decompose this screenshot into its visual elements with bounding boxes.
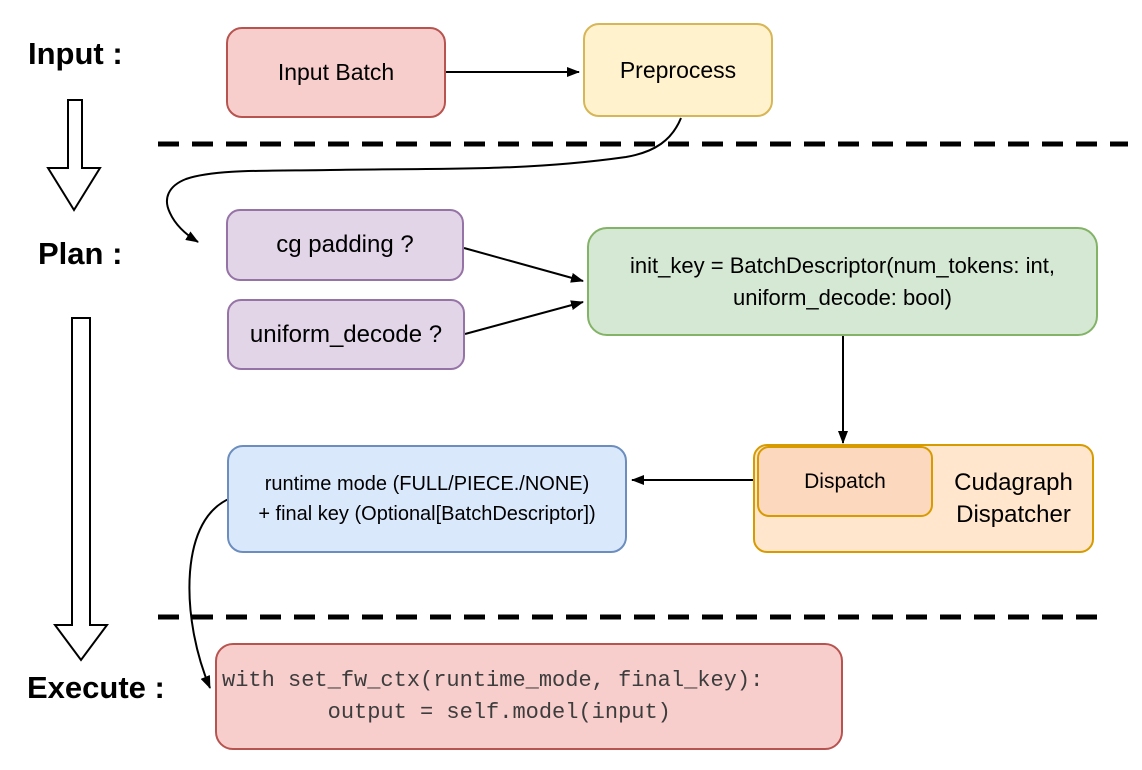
section-label-input: Input : bbox=[28, 36, 123, 71]
arrow-preprocess-to-plan bbox=[166, 117, 682, 243]
cudagraph-dispatcher-line1: Cudagraph bbox=[954, 468, 1073, 496]
plan-section-down-arrow-icon bbox=[53, 317, 109, 662]
node-cudagraph-dispatcher-label: Cudagraph Dispatcher bbox=[933, 444, 1094, 553]
cudagraph-dispatcher-line2: Dispatcher bbox=[956, 500, 1071, 528]
input-section-down-arrow-icon bbox=[46, 99, 102, 212]
execute-code-line1: with set_fw_ctx(runtime_mode, final_key)… bbox=[222, 667, 764, 693]
node-dispatch: Dispatch bbox=[757, 446, 933, 517]
node-preprocess-label: Preprocess bbox=[619, 56, 737, 83]
node-cg-padding-label: cg padding ? bbox=[276, 231, 414, 258]
node-runtime-mode-line2: + final key (Optional[BatchDescriptor]) bbox=[258, 503, 596, 525]
execute-code-line2: output = self.model(input) bbox=[222, 699, 671, 725]
arrow-cg-padding-to-init-key bbox=[463, 247, 584, 283]
node-input-batch-label: Input Batch bbox=[277, 59, 395, 85]
node-init-key-line1: init_key = BatchDescriptor(num_tokens: i… bbox=[630, 252, 1055, 278]
node-cg-padding: cg padding ? bbox=[226, 209, 464, 281]
arrow-uniform-decode-to-init-key bbox=[464, 300, 584, 335]
node-dispatch-label: Dispatch bbox=[804, 469, 886, 493]
node-uniform-decode: uniform_decode ? bbox=[227, 299, 465, 370]
node-runtime-mode: runtime mode (FULL/PIECE./NONE) + final … bbox=[227, 445, 627, 553]
node-init-key: init_key = BatchDescriptor(num_tokens: i… bbox=[587, 227, 1098, 336]
arrow-runtime-mode-to-execute-code bbox=[188, 497, 232, 689]
node-runtime-mode-line1: runtime mode (FULL/PIECE./NONE) bbox=[264, 473, 590, 495]
section-label-plan: Plan : bbox=[38, 236, 123, 271]
section-label-execute: Execute : bbox=[27, 670, 165, 705]
node-input-batch: Input Batch bbox=[226, 27, 446, 118]
node-uniform-decode-label: uniform_decode ? bbox=[249, 320, 443, 348]
node-execute-code: with set_fw_ctx(runtime_mode, final_key)… bbox=[215, 643, 843, 750]
node-init-key-line2: uniform_decode: bool) bbox=[733, 284, 952, 310]
node-preprocess: Preprocess bbox=[583, 23, 773, 117]
